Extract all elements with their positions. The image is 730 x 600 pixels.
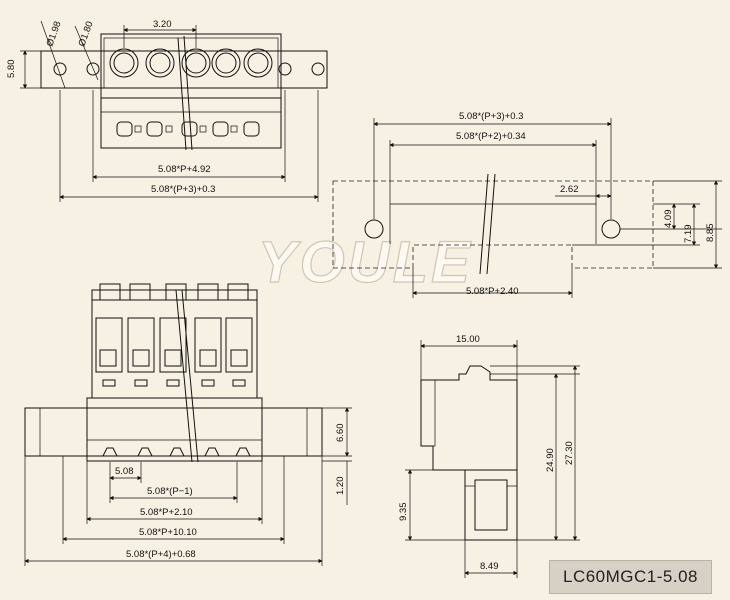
dim-front-d1: 5.08*(P−1) bbox=[147, 486, 193, 497]
dim-top-len1: 5.08*P+4.92 bbox=[158, 164, 211, 175]
dim-side-h2: 27.30 bbox=[564, 441, 575, 465]
dim-side-h3: 9.35 bbox=[398, 503, 409, 522]
front-view-terminals bbox=[95, 283, 253, 457]
dim-front-d2: 5.08*P+2.10 bbox=[140, 507, 193, 518]
dim-panel-outer: 5.08*(P+3)+0.3 bbox=[459, 111, 523, 122]
dim-front-d3: 5.08*P+10.10 bbox=[139, 527, 197, 538]
model-badge: LC60MGC1-5.08 bbox=[549, 560, 712, 594]
dim-top-dia1: Ø1.98 bbox=[44, 20, 63, 48]
dim-front-d4: 5.08*(P+4)+0.68 bbox=[126, 549, 196, 560]
side-view: 15.00 24.90 27.30 9.35 8.49 bbox=[398, 334, 580, 578]
dim-side-width: 15.00 bbox=[456, 334, 480, 345]
dim-panel-bottom: 5.08*P+2.40 bbox=[466, 286, 519, 297]
dim-front-pitch: 5.08 bbox=[115, 466, 134, 477]
top-view: 3.20 Ø1.98 Ø1.80 5.80 5.08*P+4.92 5.08*(… bbox=[6, 19, 328, 202]
dim-front-h2: 1.20 bbox=[335, 477, 346, 496]
dim-top-pitch: 3.20 bbox=[153, 19, 172, 30]
model-label: LC60MGC1-5.08 bbox=[562, 567, 698, 586]
top-view-screws bbox=[109, 48, 273, 78]
dim-side-bottom: 8.49 bbox=[480, 561, 499, 572]
dim-side-h1: 24.90 bbox=[545, 448, 556, 472]
dim-panel-h3: 8.85 bbox=[705, 224, 716, 243]
dim-panel-h2: 7.19 bbox=[683, 225, 694, 244]
front-view: 5.08 5.08*(P−1) 5.08*P+2.10 5.08*P+10.10… bbox=[24, 283, 352, 566]
dim-panel-offset: 2.62 bbox=[560, 184, 579, 195]
watermark: YOULE bbox=[258, 230, 473, 295]
dim-panel-h1: 4.09 bbox=[663, 210, 674, 229]
dim-top-dia2: Ø1.80 bbox=[76, 20, 95, 48]
dim-top-height: 5.80 bbox=[6, 60, 17, 79]
dim-top-len2: 5.08*(P+3)+0.3 bbox=[151, 184, 215, 195]
dim-front-h1: 6.60 bbox=[335, 424, 346, 443]
top-view-pins bbox=[116, 121, 260, 137]
panel-cutout-view: 5.08*(P+3)+0.3 5.08*(P+2)+0.34 2.62 4.09… bbox=[332, 111, 722, 298]
dim-panel-inner: 5.08*(P+2)+0.34 bbox=[456, 131, 526, 142]
